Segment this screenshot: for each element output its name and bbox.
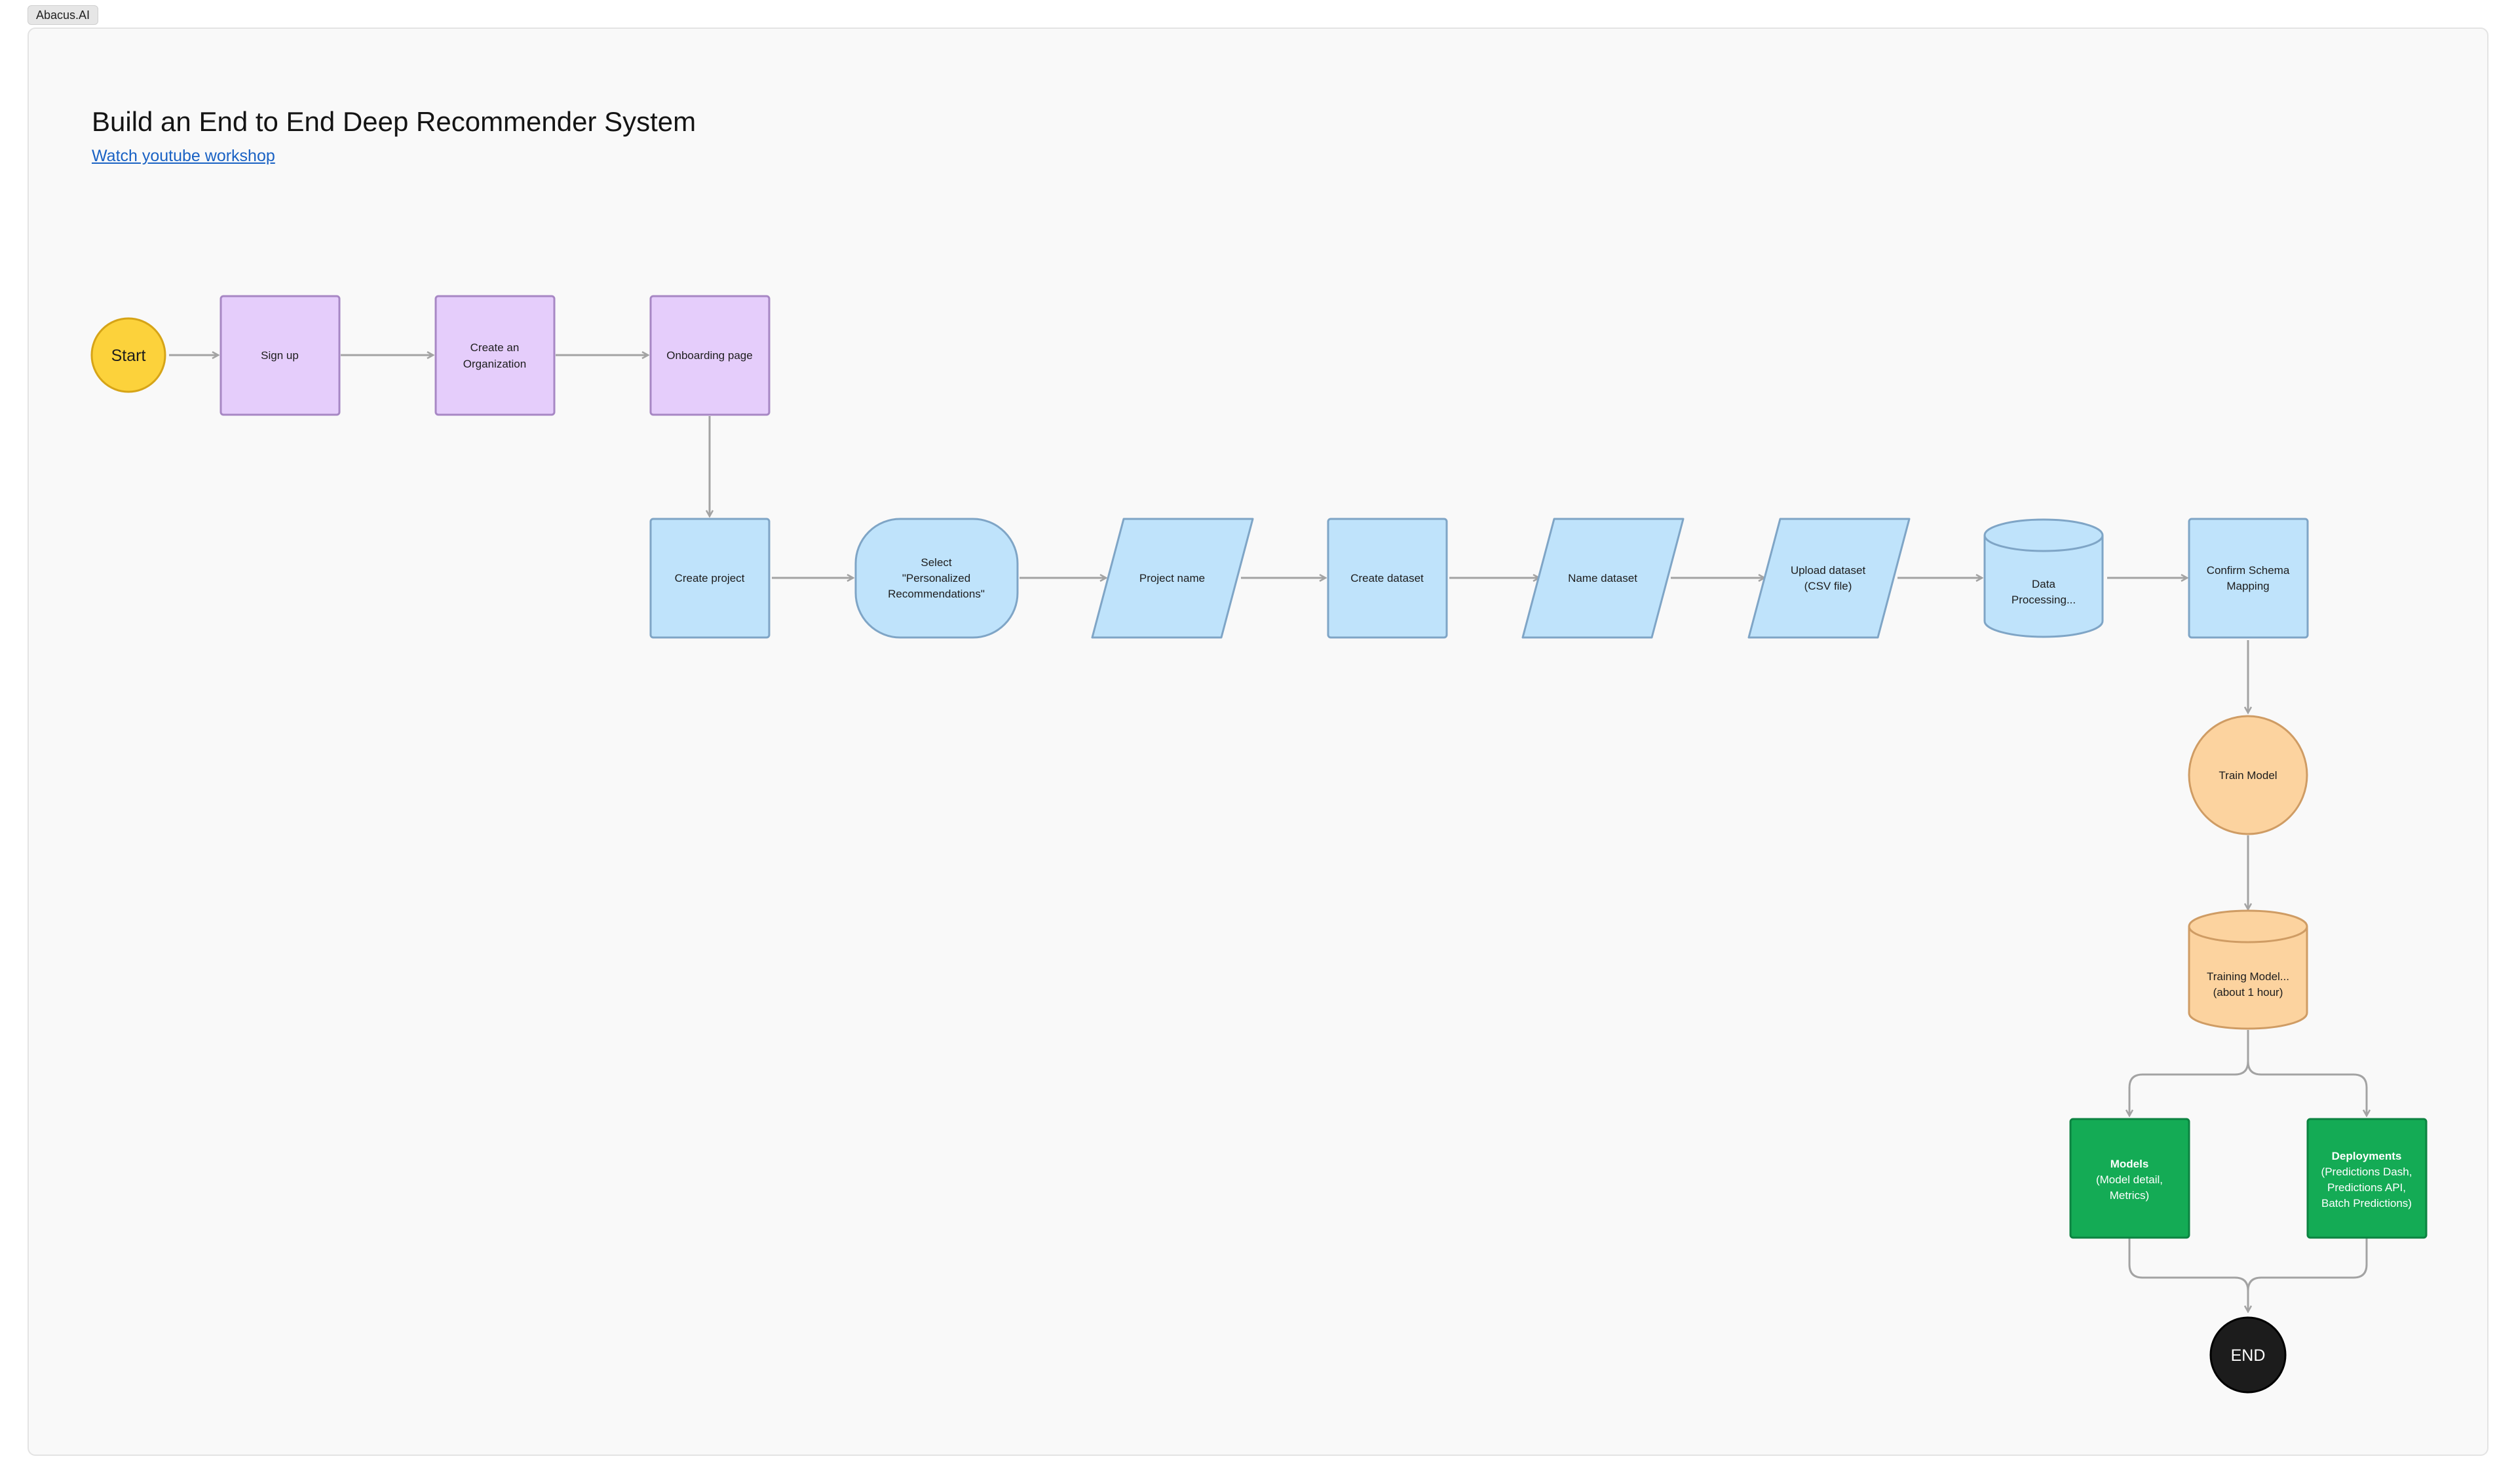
data-processing-cylinder-body [1983, 535, 2104, 638]
models-label-3: Metrics) [2110, 1189, 2149, 1202]
end-circle [2209, 1316, 2287, 1394]
workshop-link[interactable]: Watch youtube workshop [92, 147, 275, 165]
deployments-label-4: Batch Predictions) [2321, 1197, 2412, 1209]
onboarding-page-label: Onboarding page [666, 349, 752, 362]
models-node[interactable]: Models (Model detail, Metrics) [2069, 1118, 2190, 1239]
select-recommendations-label-1: Select [921, 556, 952, 569]
deployments-label-3: Predictions API, [2327, 1181, 2406, 1194]
training-model-node[interactable]: Training Model... (about 1 hour) [2188, 909, 2308, 1030]
select-recommendations-label-3: Recommendations" [888, 588, 985, 600]
deployments-box [2306, 1118, 2428, 1239]
create-project-box [649, 518, 771, 639]
confirm-schema-label-1: Confirm Schema [2207, 564, 2290, 577]
edge-models-end [2128, 1238, 2248, 1312]
deployments-label-1: Deployments [2332, 1150, 2402, 1162]
start-circle [90, 317, 166, 393]
create-organization-label-2: Organization [463, 358, 526, 370]
edge-deployments-end [2247, 1238, 2368, 1291]
models-label-2: (Model detail, [2096, 1173, 2163, 1186]
train-model-label: Train Model [2219, 769, 2277, 782]
name-dataset-label: Name dataset [1568, 572, 1637, 584]
select-recommendations-node[interactable]: Select "Personalized Recommendations" [854, 518, 1019, 639]
create-organization-box [434, 295, 556, 416]
project-name-node[interactable]: Project name [1091, 518, 1254, 639]
create-dataset-label: Create dataset [1350, 572, 1424, 584]
deployments-node[interactable]: Deployments (Predictions Dash, Predictio… [2306, 1118, 2428, 1239]
confirm-schema-box [2188, 518, 2309, 639]
confirm-schema-node[interactable]: Confirm Schema Mapping [2188, 518, 2309, 639]
create-dataset-box [1327, 518, 1448, 639]
train-model-node[interactable]: Train Model [2188, 715, 2308, 835]
onboarding-page-node[interactable]: Onboarding page [649, 295, 771, 416]
upload-dataset-label-2: (CSV file) [1804, 580, 1852, 592]
start-label: Start [111, 347, 146, 365]
sign-up-node[interactable]: Sign up [219, 295, 341, 416]
start-node[interactable]: Start [90, 317, 166, 393]
training-model-label-2: (about 1 hour) [2213, 986, 2283, 999]
create-organization-label-1: Create an [470, 341, 520, 354]
sign-up-box [219, 295, 341, 416]
edge-training-models [2129, 1030, 2249, 1116]
data-processing-label-2: Processing... [2011, 594, 2076, 606]
training-model-cylinder-body [2188, 926, 2308, 1030]
upload-dataset-node[interactable]: Upload dataset (CSV file) [1747, 518, 1911, 639]
end-node[interactable]: END [2209, 1316, 2287, 1394]
select-recommendations-box [854, 518, 1019, 639]
create-organization-node[interactable]: Create an Organization [434, 295, 556, 416]
edges [169, 355, 2367, 1312]
create-project-label: Create project [675, 572, 745, 584]
confirm-schema-label-2: Mapping [2226, 580, 2269, 592]
create-project-node[interactable]: Create project [649, 518, 771, 639]
upload-dataset-label-1: Upload dataset [1791, 564, 1866, 577]
deployments-label-2: (Predictions Dash, [2321, 1166, 2412, 1178]
upload-dataset-shape [1747, 518, 1911, 639]
data-processing-label-1: Data [2032, 578, 2055, 590]
project-name-shape [1091, 518, 1254, 639]
sign-up-label: Sign up [261, 349, 299, 362]
training-model-cylinder-top [2188, 909, 2308, 943]
project-name-label: Project name [1139, 572, 1205, 584]
onboarding-page-box [649, 295, 771, 416]
models-label-1: Models [2110, 1158, 2149, 1170]
edge-training-deployments [2247, 1030, 2367, 1116]
end-label: END [2231, 1346, 2266, 1365]
training-model-label-1: Training Model... [2207, 970, 2289, 983]
data-processing-cylinder-top [1983, 518, 2104, 552]
page-title: Build an End to End Deep Recommender Sys… [92, 106, 696, 137]
name-dataset-shape [1521, 518, 1685, 639]
name-dataset-node[interactable]: Name dataset [1521, 518, 1685, 639]
create-dataset-node[interactable]: Create dataset [1327, 518, 1448, 639]
train-model-circle [2188, 715, 2308, 835]
frame-label[interactable]: Abacus.AI [28, 5, 99, 25]
models-box [2069, 1118, 2190, 1239]
data-processing-node[interactable]: Data Processing... [1983, 518, 2104, 638]
select-recommendations-label-2: "Personalized [902, 572, 970, 584]
